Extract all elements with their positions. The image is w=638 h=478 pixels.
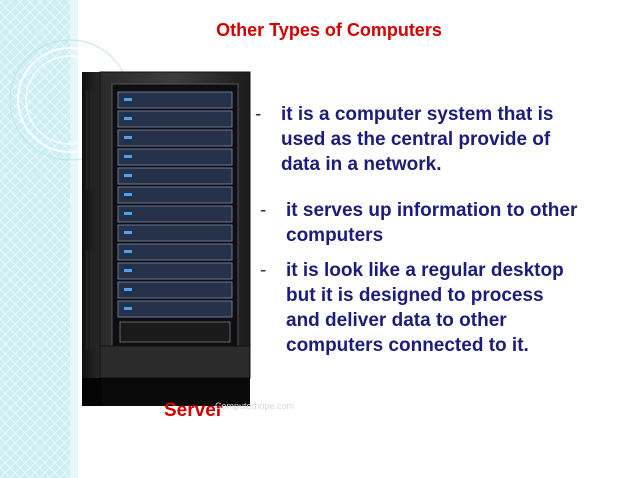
image-watermark: Computerhope.com: [215, 401, 295, 411]
bullet-item: - it is look like a regular desktop but …: [260, 258, 620, 358]
bullet-text: it is a computer system that is used as …: [281, 104, 554, 175]
slide-title: Other Types of Computers: [216, 20, 442, 40]
decorative-left-band: [0, 0, 70, 478]
bullet-item: - it is a computer system that is used a…: [255, 102, 615, 177]
decorative-band-edge: [70, 0, 78, 478]
bullet-dash: -: [255, 104, 262, 125]
server-rack-icon: [82, 71, 251, 406]
bullet-item: - it serves up information to other comp…: [260, 198, 630, 248]
bullet-text: it is look like a regular desktop but it…: [286, 260, 564, 356]
bullet-text: it serves up information to other comput…: [286, 200, 578, 246]
server-caption: Server: [164, 400, 224, 421]
bullet-dash: -: [260, 260, 267, 281]
bullet-dash: -: [260, 200, 267, 221]
